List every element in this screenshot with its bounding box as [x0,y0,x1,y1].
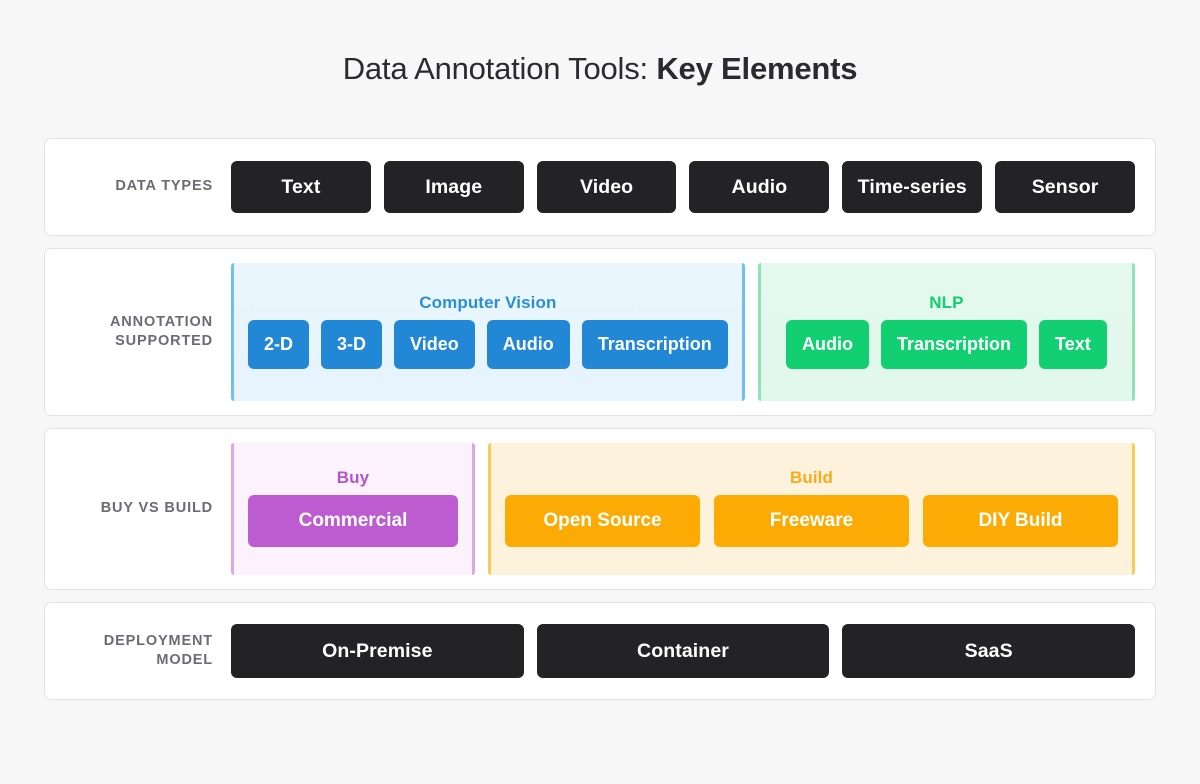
row-annotation-supported: ANNOTATION SUPPORTED Computer Vision 2-D… [44,248,1156,416]
chip-sensor[interactable]: Sensor [995,161,1135,213]
row-body-data-types: Text Image Video Audio Time-series Senso… [231,139,1155,235]
row-label-buy-vs-build: BUY VS BUILD [100,500,213,517]
group-chips-buy: Commercial [248,495,458,547]
group-buy: Buy Commercial [231,443,475,575]
group-chips-computer-vision: 2-D 3-D Video Audio Transcription [248,319,728,369]
chip-3d[interactable]: 3-D [321,319,383,369]
row-body-buy-vs-build: Buy Commercial Build Open Source Freewar… [231,429,1155,589]
row-body-annotation-supported: Computer Vision 2-D 3-D Video Audio Tran… [231,249,1155,415]
chip-audio[interactable]: Audio [689,161,830,213]
chip-image[interactable]: Image [383,161,524,213]
chip-container[interactable]: Container [536,624,830,678]
chip-saas[interactable]: SaaS [842,624,1136,678]
row-data-types: DATA TYPES Text Image Video Audio Time-s… [44,138,1156,236]
group-title-buy: Buy [336,468,370,487]
row-deployment-model: DEPLOYMENT MODEL On-Premise Container Sa… [44,602,1156,700]
chip-cv-video[interactable]: Video [394,319,475,369]
page-title-normal: Data Annotation Tools: [342,51,657,86]
page-title: Data Annotation Tools: Key Elements [343,51,858,87]
chip-time-series[interactable]: Time-series [842,161,983,213]
chip-video[interactable]: Video [536,161,677,213]
row-label-deployment-model: DEPLOYMENT MODEL [103,632,213,668]
chip-cv-transcription[interactable]: Transcription [581,319,728,369]
title-bar: Data Annotation Tools: Key Elements [44,0,1156,138]
row-buy-vs-build: BUY VS BUILD Buy Commercial Build Open S… [44,428,1156,590]
chip-cv-audio[interactable]: Audio [486,319,570,369]
group-title-build: Build [790,468,833,487]
chip-nlp-text[interactable]: Text [1039,319,1107,369]
group-chips-build: Open Source Freeware DIY Build [505,495,1118,547]
row-label-data-types: DATA TYPES [115,178,213,195]
row-body-deployment-model: On-Premise Container SaaS [231,603,1155,699]
group-computer-vision: Computer Vision 2-D 3-D Video Audio Tran… [231,263,745,401]
group-title-computer-vision: Computer Vision [419,292,557,312]
chip-diy-build[interactable]: DIY Build [923,495,1118,547]
chip-text[interactable]: Text [231,161,371,213]
chip-nlp-transcription[interactable]: Transcription [881,319,1028,369]
group-build: Build Open Source Freeware DIY Build [488,443,1135,575]
chip-nlp-audio[interactable]: Audio [786,319,870,369]
group-title-nlp: NLP [929,292,964,312]
row-label-annotation-supported: ANNOTATION SUPPORTED [109,313,213,349]
chip-commercial[interactable]: Commercial [248,495,458,547]
group-nlp: NLP Audio Transcription Text [757,263,1135,401]
buy-build-groups: Buy Commercial Build Open Source Freewar… [231,429,1135,589]
page-title-strong: Key Elements [656,51,858,86]
chip-on-premise[interactable]: On-Premise [231,624,524,678]
chip-open-source[interactable]: Open Source [505,495,700,547]
group-chips-nlp: Audio Transcription Text [775,319,1118,369]
chip-2d[interactable]: 2-D [248,319,310,369]
annotation-groups: Computer Vision 2-D 3-D Video Audio Tran… [231,249,1135,415]
chip-freeware[interactable]: Freeware [714,495,909,547]
